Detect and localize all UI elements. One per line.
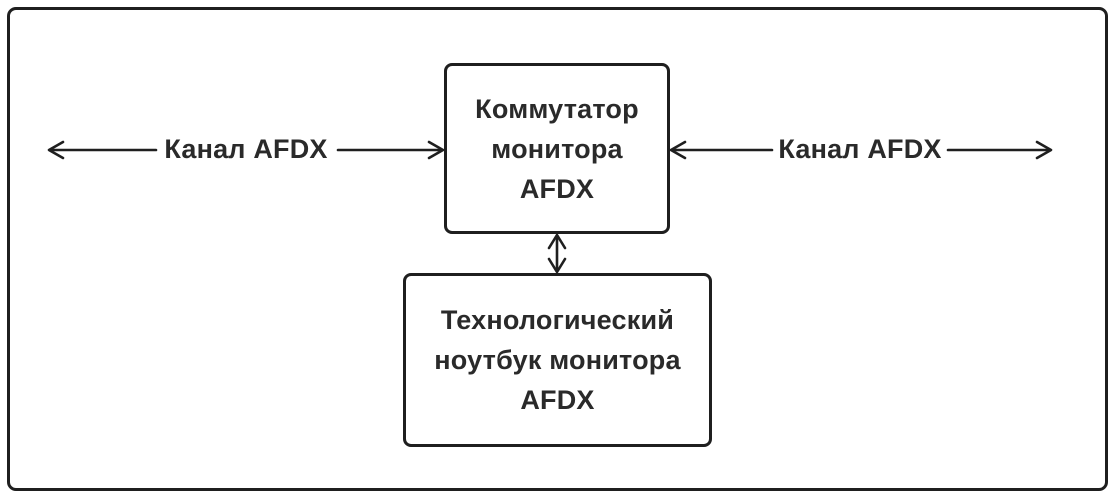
node-afdx-switch-label: Коммутатор монитора AFDX [475,93,639,204]
diagram-border [7,7,1108,491]
left-arrowhead-right [427,140,445,160]
right-channel-label: Канал AFDX [778,134,942,164]
node-tech-laptop-label: Технологический ноутбук монитора AFDX [434,305,681,415]
right-afdx-channel-arrow [669,140,1053,160]
left-channel-label: Канал AFDX [164,134,328,164]
right-arrowhead-right [1035,140,1053,160]
node-tech-laptop: Технологический ноутбук монитора AFDX [403,273,712,447]
left-arrowhead-left [47,140,65,160]
node-afdx-switch: Коммутатор монитора AFDX [444,63,670,234]
vertical-arrowhead-up [547,233,567,250]
vertical-arrowhead-down [547,257,567,274]
left-afdx-channel-arrow [47,140,445,160]
right-arrowhead-left [669,140,687,160]
switch-laptop-arrow [547,233,567,274]
